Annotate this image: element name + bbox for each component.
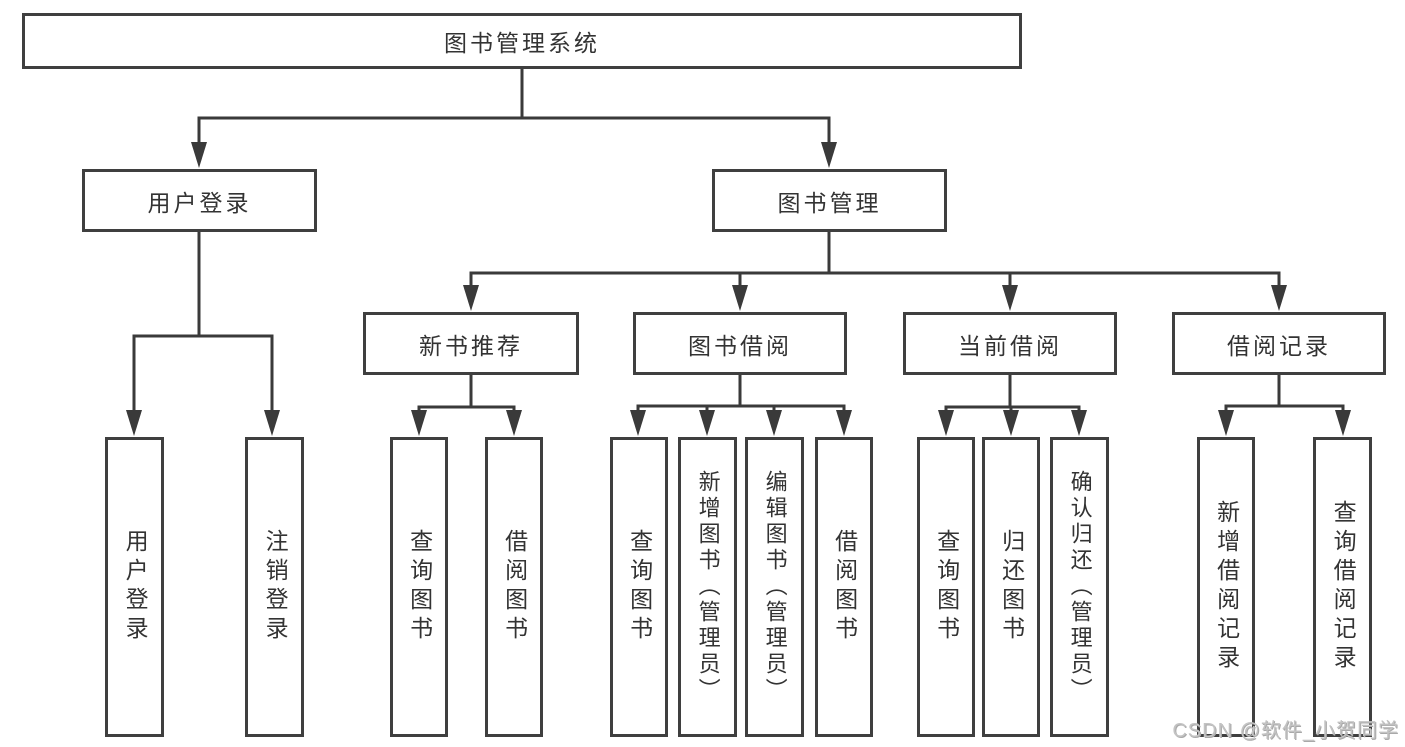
leaf-borrow-borrow-book: 借阅图书 xyxy=(815,437,873,737)
leaf-logout: 注销登录 xyxy=(245,437,304,737)
node-user-login: 用户登录 xyxy=(82,169,317,232)
leaf-borrow-edit-book-label: 编辑图书（管理员） xyxy=(762,470,788,704)
leaf-newbook-query-label: 查询图书 xyxy=(406,529,433,645)
node-current-borrow: 当前借阅 xyxy=(903,312,1117,375)
leaf-borrow-add-book-label: 新增图书（管理员） xyxy=(695,470,721,704)
node-user-login-label: 用户登录 xyxy=(147,189,252,216)
node-book-management-label: 图书管理 xyxy=(777,189,882,216)
leaf-current-query: 查询图书 xyxy=(917,437,975,737)
node-root-label: 图书管理系统 xyxy=(444,30,600,56)
leaf-newbook-borrow: 借阅图书 xyxy=(485,437,543,737)
leaf-current-return-label: 归还图书 xyxy=(998,529,1025,645)
node-new-book-recommend: 新书推荐 xyxy=(363,312,579,375)
node-current-borrow-label: 当前借阅 xyxy=(958,332,1062,359)
leaf-borrow-add-book: 新增图书（管理员） xyxy=(678,437,737,737)
leaf-newbook-borrow-label: 借阅图书 xyxy=(501,529,528,645)
node-book-borrow-label: 图书借阅 xyxy=(688,332,792,359)
leaf-newbook-query: 查询图书 xyxy=(390,437,448,737)
node-borrow-records-label: 借阅记录 xyxy=(1227,332,1331,359)
leaf-borrow-edit-book: 编辑图书（管理员） xyxy=(745,437,804,737)
leaf-borrow-query-label: 查询图书 xyxy=(626,529,653,645)
leaf-borrow-borrow-book-label: 借阅图书 xyxy=(831,529,858,645)
leaf-borrow-query: 查询图书 xyxy=(610,437,668,737)
watermark-text: CSDN @软件_小贺同学 xyxy=(1172,720,1399,742)
leaf-record-add: 新增借阅记录 xyxy=(1197,437,1255,737)
leaf-logout-label: 注销登录 xyxy=(262,529,289,645)
node-new-book-recommend-label: 新书推荐 xyxy=(419,332,523,359)
node-borrow-records: 借阅记录 xyxy=(1172,312,1386,375)
leaf-user-login: 用户登录 xyxy=(105,437,164,737)
leaf-current-confirm-return: 确认归还（管理员） xyxy=(1050,437,1109,737)
leaf-current-query-label: 查询图书 xyxy=(933,529,960,645)
leaf-current-return: 归还图书 xyxy=(982,437,1040,737)
leaf-record-query: 查询借阅记录 xyxy=(1313,437,1372,737)
leaf-current-confirm-return-label: 确认归还（管理员） xyxy=(1067,470,1093,704)
node-book-borrow: 图书借阅 xyxy=(633,312,847,375)
leaf-user-login-label: 用户登录 xyxy=(122,529,149,645)
leaf-record-query-label: 查询借阅记录 xyxy=(1330,500,1357,674)
leaf-record-add-label: 新增借阅记录 xyxy=(1213,500,1240,674)
node-book-management: 图书管理 xyxy=(712,169,947,232)
node-root: 图书管理系统 xyxy=(22,13,1022,69)
